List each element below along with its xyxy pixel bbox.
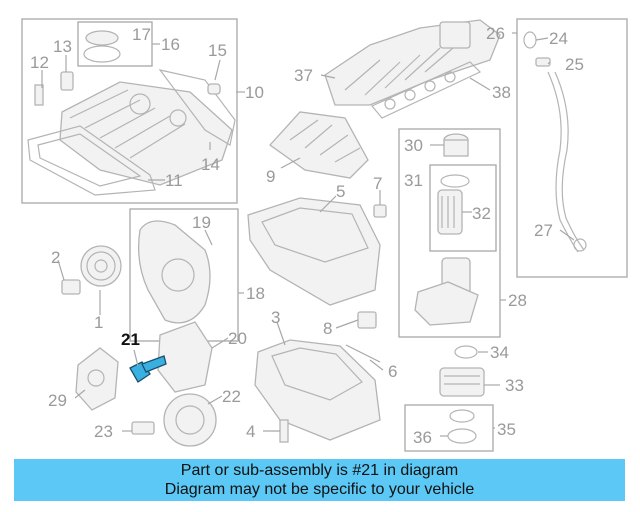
callout-14[interactable]: 14 (201, 155, 220, 174)
callout-28[interactable]: 28 (508, 291, 527, 310)
callout-26[interactable]: 26 (486, 24, 505, 43)
callout-1[interactable]: 1 (94, 313, 103, 332)
small-bolts-art (61, 204, 387, 443)
dipstick-group-box (516, 18, 628, 278)
callout-32[interactable]: 32 (472, 204, 491, 223)
oil-filter-subgroup-box (429, 164, 497, 252)
callout-36[interactable]: 36 (413, 428, 432, 447)
callout-16[interactable]: 16 (161, 35, 180, 54)
seal-plate-art (163, 393, 217, 447)
parts-diagram: 1 2 3 4 5 6 7 8 9 10 11 12 13 14 15 16 1… (21, 18, 628, 452)
callout-5[interactable]: 5 (336, 182, 345, 201)
callout-37[interactable]: 37 (294, 66, 313, 85)
timing-cover-art (137, 220, 211, 324)
callout-6[interactable]: 6 (388, 362, 397, 381)
intake-gasket-art (371, 61, 482, 119)
valve-cover-group-box (21, 18, 238, 204)
crank-pulley-art (80, 245, 122, 287)
oil-filter-art (414, 133, 479, 326)
leader-lines (41, 32, 575, 437)
callout-2[interactable]: 2 (51, 248, 60, 267)
callout-18[interactable]: 18 (246, 284, 265, 303)
cover-29-art (75, 347, 119, 411)
callout-30[interactable]: 30 (404, 136, 423, 155)
upper-oil-pan-art (247, 197, 381, 306)
callout-10[interactable]: 10 (245, 83, 264, 102)
callout-17[interactable]: 17 (132, 25, 151, 44)
callout-21[interactable]: 21 (121, 330, 140, 349)
banner-line-1: Part or sub-assembly is #21 in diagram (180, 462, 459, 479)
callout-3[interactable]: 3 (271, 308, 280, 327)
callout-27[interactable]: 27 (534, 221, 553, 240)
callout-33[interactable]: 33 (505, 376, 524, 395)
callout-labels: 1 2 3 4 5 6 7 8 9 10 11 12 13 14 15 16 1… (30, 24, 584, 447)
callout-11[interactable]: 11 (165, 171, 183, 190)
callout-15[interactable]: 15 (208, 41, 227, 60)
callout-12[interactable]: 12 (30, 53, 49, 72)
oil-cooler-art (439, 345, 485, 444)
callout-23[interactable]: 23 (94, 422, 113, 441)
callout-20[interactable]: 20 (228, 329, 247, 348)
callout-4[interactable]: 4 (246, 422, 255, 441)
callout-29[interactable]: 29 (48, 391, 67, 410)
oil-filter-housing-group-box (398, 128, 501, 338)
callout-25[interactable]: 25 (565, 55, 584, 74)
banner-line-2: Diagram may not be specific to your vehi… (164, 481, 475, 498)
intake-manifold-art (324, 19, 501, 106)
callout-24[interactable]: 24 (549, 29, 568, 48)
callout-34[interactable]: 34 (490, 343, 509, 362)
valve-cover-art (27, 30, 236, 196)
callout-19[interactable]: 19 (192, 213, 211, 232)
callout-22[interactable]: 22 (222, 387, 241, 406)
lower-oil-pan-art (254, 339, 381, 441)
callout-9[interactable]: 9 (266, 167, 275, 186)
info-banner: Part or sub-assembly is #21 in diagram D… (14, 459, 625, 501)
callout-7[interactable]: 7 (373, 174, 382, 193)
callout-13[interactable]: 13 (53, 37, 72, 56)
callout-35[interactable]: 35 (497, 420, 516, 439)
cover-20-art (157, 321, 213, 393)
callout-31[interactable]: 31 (404, 171, 423, 190)
windage-tray-art (269, 111, 369, 179)
callout-8[interactable]: 8 (323, 319, 332, 338)
callout-38[interactable]: 38 (492, 83, 511, 102)
